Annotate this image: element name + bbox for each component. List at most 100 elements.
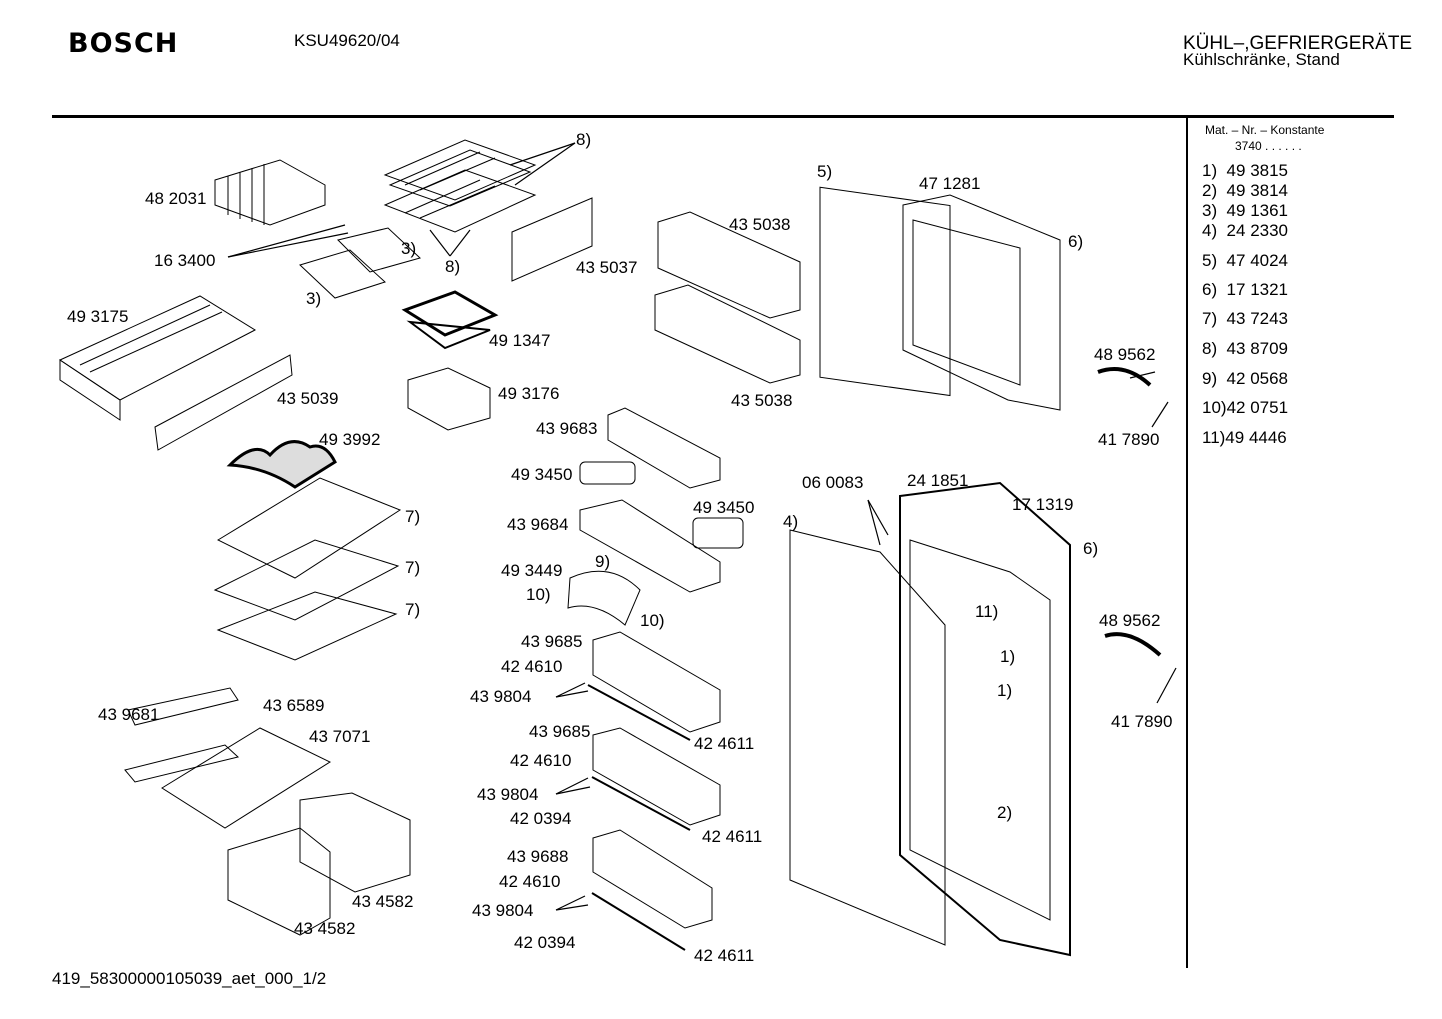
handle-489562-lower	[1105, 634, 1160, 655]
part-label: 43 9683	[536, 419, 598, 438]
crisper-lid-437071	[125, 688, 330, 828]
part-label: 11)	[975, 602, 999, 621]
part-label: 43 9681	[98, 705, 160, 724]
part-label: 42 4611	[694, 946, 755, 965]
legend-item: 2) 49 3814	[1202, 181, 1289, 200]
legend-item: 8) 43 8709	[1202, 339, 1289, 358]
part-label: 3)	[306, 289, 322, 308]
part-label: 3)	[401, 239, 417, 258]
part-label: 42 4611	[694, 734, 755, 753]
part-label: 7)	[405, 600, 421, 619]
fridge-seal	[790, 530, 945, 945]
part-label: 6)	[1068, 232, 1084, 251]
drawer-493175	[60, 296, 255, 420]
part-label: 43 9685	[529, 722, 591, 741]
crisper-boxes-434582	[228, 793, 410, 935]
bin-439683	[608, 408, 720, 488]
legend-item: 10)42 0751	[1202, 398, 1289, 417]
fridge-door-241851	[900, 483, 1070, 955]
part-label: 42 4610	[501, 657, 563, 676]
part-label: 43 6589	[263, 696, 325, 715]
part-label: 49 3449	[501, 561, 563, 580]
legend-item: 1) 49 3815	[1202, 161, 1289, 180]
category-title: KÜHL–,GEFRIERGERÄTE	[1183, 33, 1413, 54]
bosch-logo: BOSCH	[68, 28, 179, 59]
part-label: 49 1347	[489, 331, 551, 350]
part-label: 7)	[405, 558, 421, 577]
tray-491347	[405, 292, 495, 335]
part-label: 43 9804	[477, 785, 539, 804]
legend-code: 3740 . . . . . .	[1235, 139, 1302, 153]
panel-435037	[512, 198, 592, 281]
part-label: 43 9684	[507, 515, 569, 534]
part-label: 42 4611	[702, 827, 763, 846]
part-label: 5)	[817, 162, 833, 181]
part-label: 43 9804	[472, 901, 534, 920]
part-label: 9)	[595, 552, 611, 571]
part-label: 48 9562	[1099, 611, 1161, 630]
part-label: 17 1319	[1012, 495, 1074, 514]
legend-item: 3) 49 1361	[1202, 201, 1289, 220]
part-label: 43 9804	[470, 687, 532, 706]
part-label: 43 5038	[729, 215, 791, 234]
part-label: 49 3176	[498, 384, 560, 403]
part-label: 47 1281	[919, 174, 981, 193]
part-label: 8)	[445, 257, 461, 276]
part-label: 2)	[997, 803, 1013, 822]
header-divider	[52, 115, 1394, 118]
part-label: 49 3992	[319, 430, 381, 449]
part-label: 48 2031	[145, 189, 207, 208]
part-label: 1)	[997, 681, 1013, 700]
part-label: 43 5037	[576, 258, 638, 277]
legend-item: 4) 24 2330	[1202, 221, 1289, 240]
freezer-door-471281	[903, 195, 1060, 410]
freezer-seal	[820, 187, 950, 395]
part-label: 1)	[1000, 647, 1016, 666]
part-label: 49 3450	[693, 498, 755, 517]
leader-lines	[228, 143, 1176, 910]
egg-tray-493450b	[693, 518, 743, 548]
legend-item: 7) 43 7243	[1202, 309, 1289, 328]
legend-heading: Mat. – Nr. – Konstante	[1205, 123, 1325, 137]
category-subtitle: Kühlschränke, Stand	[1183, 50, 1340, 69]
part-label: 42 0394	[510, 809, 572, 828]
part-label: 43 4582	[294, 919, 356, 938]
part-label: 43 9688	[507, 847, 569, 866]
legend-item: 9) 42 0568	[1202, 369, 1289, 388]
legend-item: 6) 17 1321	[1202, 280, 1289, 299]
grid-shelves	[385, 140, 535, 232]
part-label: 48 9562	[1094, 345, 1156, 364]
part-label: 42 4610	[499, 872, 561, 891]
part-label: 16 3400	[154, 251, 216, 270]
part-label: 7)	[405, 507, 421, 526]
part-label: 41 7890	[1111, 712, 1173, 731]
part-label: 43 4582	[352, 892, 414, 911]
part-label: 8)	[576, 130, 592, 149]
part-label: 42 4610	[510, 751, 572, 770]
part-label: 43 7071	[309, 727, 371, 746]
door-bins-435038	[655, 212, 800, 383]
part-label: 24 1851	[907, 471, 969, 490]
flap-493449	[568, 571, 640, 625]
part-label: 43 5039	[277, 389, 339, 408]
part-label: 42 0394	[514, 933, 576, 952]
part-label: 6)	[1083, 539, 1099, 558]
door-bins-lower	[588, 632, 720, 950]
glass-shelves	[215, 478, 400, 660]
part-label: 06 0083	[802, 473, 864, 492]
wine-rack-493992	[230, 442, 335, 487]
part-label: 41 7890	[1098, 430, 1160, 449]
box-493176	[408, 368, 490, 430]
bin-439684	[580, 500, 720, 592]
part-label: 10)	[640, 611, 665, 630]
legend-item: 11)49 4446	[1202, 428, 1287, 447]
legend-divider	[1186, 118, 1188, 968]
part-label: 43 5038	[731, 391, 793, 410]
part-label: 10)	[526, 585, 551, 604]
part-label: 49 3175	[67, 307, 129, 326]
part-label: 43 9685	[521, 632, 583, 651]
document-id: 419_58300000105039_aet_000_1/2	[52, 969, 327, 988]
evaporator-cover-482031	[215, 160, 325, 225]
model-number: KSU49620/04	[294, 31, 400, 50]
